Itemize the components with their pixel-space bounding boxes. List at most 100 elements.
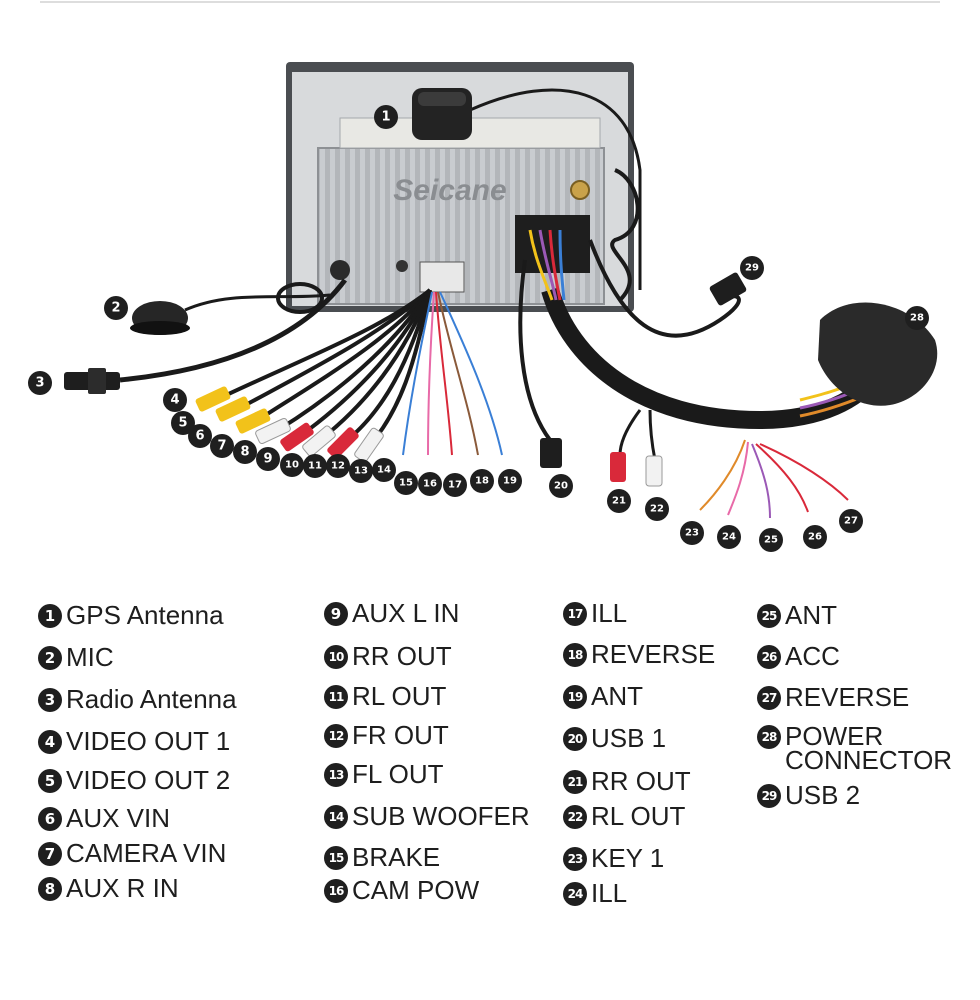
svg-text:21: 21: [612, 496, 626, 507]
callout-5: 5: [171, 411, 195, 435]
svg-text:14: 14: [377, 465, 391, 476]
svg-text:26: 26: [808, 532, 822, 543]
callout-4: 4: [163, 388, 187, 412]
callout-13: 13: [349, 459, 373, 483]
legend-label: VIDEO OUT 1: [66, 726, 231, 756]
svg-text:18: 18: [475, 476, 489, 487]
callout-2: 2: [104, 296, 128, 320]
legend-label: AUX L IN: [352, 598, 460, 628]
rca-plug-icon: [327, 427, 359, 459]
rca-plug-icon: [302, 425, 336, 457]
legend-badge: 7: [38, 842, 62, 866]
callout-24: 24: [717, 525, 741, 549]
svg-text:19: 19: [503, 476, 517, 487]
legend-label: ANT: [591, 681, 643, 711]
legend-badge: 14: [324, 805, 348, 829]
legend-badge: 25: [757, 604, 781, 628]
svg-text:9: 9: [263, 452, 272, 467]
svg-text:15: 15: [399, 478, 413, 489]
callout-27: 27: [839, 509, 863, 533]
power-thin-wires: [699, 439, 849, 519]
legend-label: RR OUT: [352, 641, 452, 671]
coiled-cable: [610, 168, 640, 302]
legend-label: AUX R IN: [66, 873, 179, 903]
legend-label: BRAKE: [352, 842, 441, 872]
usb-plug-icon: [518, 259, 562, 468]
cable-coil: [276, 282, 324, 314]
power-connector-icon: [818, 302, 938, 406]
legend-badge: 22: [563, 805, 587, 829]
svg-text:24: 24: [722, 532, 736, 543]
legend-badge: 21: [563, 770, 587, 794]
callout-12: 12: [326, 454, 350, 478]
legend-badge: 23: [563, 847, 587, 871]
svg-text:25: 25: [764, 535, 778, 546]
legend-badge: 2: [38, 646, 62, 670]
svg-text:29: 29: [745, 263, 759, 274]
legend-badge: 18: [563, 643, 587, 667]
thin-wires: [402, 291, 503, 456]
callout-28: 28: [905, 306, 929, 330]
socket-block: [419, 261, 465, 293]
legend-label: USB 2: [785, 780, 861, 810]
radio-antenna-plug-icon: [64, 278, 347, 394]
legend-badge: 19: [563, 685, 587, 709]
svg-text:12: 12: [331, 461, 345, 472]
legend-badge: 4: [38, 730, 62, 754]
legend-label: CAMERA VIN: [66, 838, 227, 868]
rca-plug-icon: [280, 422, 314, 452]
mic-icon: [130, 293, 331, 335]
rca-cable-bundle: [219, 288, 432, 447]
legend-label: CAM POW: [352, 875, 480, 905]
svg-text:20: 20: [554, 481, 568, 492]
legend-badge: 12: [324, 724, 348, 748]
callout-20: 20: [549, 474, 573, 498]
callout-8: 8: [233, 440, 257, 464]
callout-11: 11: [303, 454, 327, 478]
callout-18: 18: [470, 469, 494, 493]
legend-label: FR OUT: [352, 720, 449, 750]
legend-badge: 20: [563, 727, 587, 751]
callout-22: 22: [645, 497, 669, 521]
svg-text:23: 23: [685, 528, 699, 539]
legend-badge: 6: [38, 807, 62, 831]
legend-badge: 24: [563, 882, 587, 906]
legend-label: VIDEO OUT 2: [66, 765, 231, 795]
legend-badge: 8: [38, 877, 62, 901]
callout-21: 21: [607, 489, 631, 513]
legend-label: Radio Antenna: [66, 684, 237, 714]
rca-plug-icon: [195, 386, 231, 412]
callout-29: 29: [740, 256, 764, 280]
legend-label: ILL: [591, 878, 628, 908]
legend-badge: 11: [324, 685, 348, 709]
brand-watermark: Seicane: [393, 174, 506, 207]
legend-badge: 16: [324, 879, 348, 903]
legend-badge: 10: [324, 645, 348, 669]
rca-plug-icon: [645, 455, 663, 487]
legend-label: FL OUT: [352, 759, 444, 789]
legend-badge: 3: [38, 688, 62, 712]
legend-label: RR OUT: [591, 766, 691, 796]
usb-socket: [396, 260, 408, 272]
callout-6: 6: [188, 424, 212, 448]
rca-plugs: [195, 386, 384, 463]
